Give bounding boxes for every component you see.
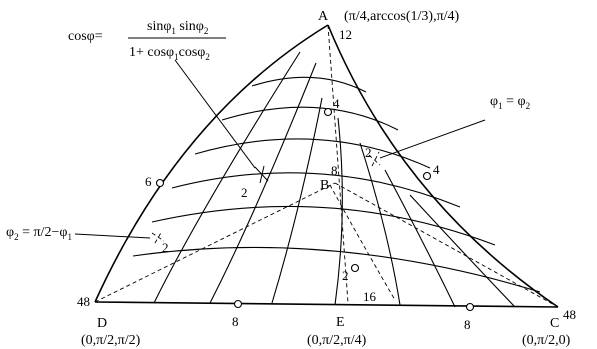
vertex-d-order: 48: [77, 294, 90, 309]
vertex-a-name: A: [318, 9, 329, 24]
vertex-b: B 8: [320, 163, 338, 193]
vertex-d: D 48 (0,π/2,π/2): [77, 294, 141, 348]
edge-ec-order: 8: [464, 317, 471, 332]
equal-text: φ1 = φ2: [490, 94, 530, 111]
branch-mark-complement: [151, 230, 165, 244]
cos-branch-order: 2: [241, 185, 248, 200]
grid-lines: [132, 51, 541, 308]
marker-ad: [155, 178, 165, 188]
edge-de-order: 8: [232, 314, 239, 329]
vertex-c-coords: (0,π/2,0): [522, 333, 571, 348]
cos-denominator: 1+ cosφ1cosφ2: [129, 45, 210, 62]
edge-dc: [94, 301, 559, 308]
vertex-c-order: 48: [563, 307, 576, 322]
branch-mark-equal: [368, 151, 381, 167]
edge-ad-order: 6: [145, 174, 152, 189]
surface-order-labels: 2 2 2: [162, 145, 372, 255]
cos-lhs: cosφ=: [68, 29, 103, 44]
vertex-b-order: 8: [331, 163, 338, 178]
vertex-a-coords: (π/4,arccos(1/3),π/4): [344, 9, 460, 24]
vertex-d-name: D: [97, 316, 107, 331]
marker-ab: [323, 107, 333, 117]
edge-be-order: 2: [342, 268, 349, 283]
leader-equal: [379, 119, 486, 159]
vertex-b-name: B: [320, 178, 329, 193]
vertex-a: A (π/4,arccos(1/3),π/4) 12: [318, 9, 460, 42]
edge-markers: [155, 107, 475, 312]
leader-cos: [174, 59, 256, 169]
branch-mark-cos: [254, 165, 269, 184]
edge-order-labels: 6 4 4 2 8 8: [145, 96, 471, 332]
edge-ac-order: 4: [433, 162, 440, 177]
vertex-e-name: E: [336, 315, 345, 330]
dashed-d-b: [94, 182, 336, 303]
branch-markers: [151, 151, 381, 244]
cos-numerator: sinφ1 sinφ2: [147, 19, 208, 36]
symmetry-lines: [94, 24, 559, 308]
marker-be: [350, 263, 360, 273]
vertex-c-name: C: [550, 316, 559, 331]
complement-branch-order: 2: [162, 240, 169, 255]
dashed-b-e: [329, 184, 396, 301]
edge-ac: [327, 24, 559, 308]
dashed-b-c: [334, 182, 559, 308]
equation-cos: cosφ= sinφ1 sinφ2 1+ cosφ1cosφ2: [68, 19, 226, 62]
leader-complement: [74, 233, 151, 239]
complement-text: φ2 = π/2−φ1: [6, 225, 72, 242]
marker-ac: [422, 171, 432, 181]
edge-ab-order: 4: [333, 96, 340, 111]
equal-branch-order: 2: [365, 145, 372, 160]
equation-equal: φ1 = φ2: [490, 94, 530, 111]
equation-complement: φ2 = π/2−φ1: [6, 225, 72, 242]
marker-de: [233, 299, 243, 309]
vertex-d-coords: (0,π/2,π/2): [81, 333, 141, 348]
edge-ad: [94, 24, 329, 303]
vertex-e-order: 16: [363, 289, 377, 304]
vertex-c: C 48 (0,π/2,0): [522, 307, 576, 348]
triangle-edges: [94, 24, 559, 308]
vertex-a-order: 12: [339, 27, 352, 42]
vertex-e: E 16 (0,π/2,π/4): [307, 289, 377, 348]
leader-lines: [74, 59, 486, 239]
vertex-e-coords: (0,π/2,π/4): [307, 333, 367, 348]
dashed-a-e: [327, 24, 349, 304]
marker-ec: [465, 302, 475, 312]
